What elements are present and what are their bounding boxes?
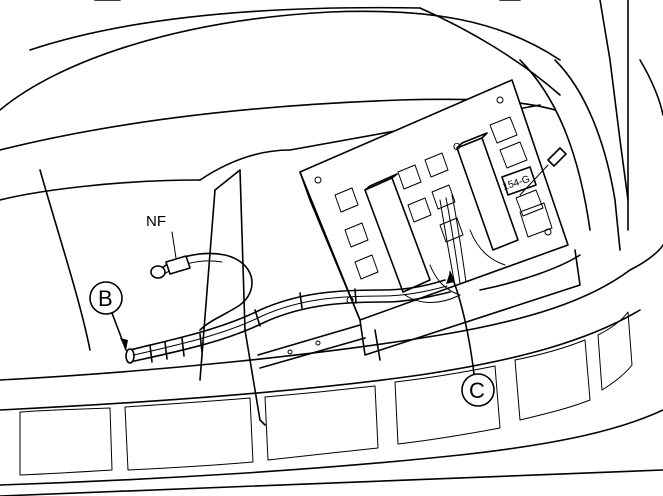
mounting-bracket [257, 249, 581, 369]
relay-panel: 154-G C [299, 79, 569, 321]
bumper [0, 244, 663, 496]
hood-outline [0, 0, 663, 351]
fuse-block-left [364, 177, 431, 293]
callout-c: C [446, 271, 495, 407]
bumper-slots [19, 311, 633, 476]
callout-b: B [89, 281, 128, 351]
nf-connector: NF [146, 213, 253, 331]
c-small-label: C [453, 142, 460, 153]
wiring-harness [125, 279, 451, 364]
callout-b-letter: B [98, 286, 113, 311]
fuse-block-right [456, 137, 519, 251]
panel-wiring [404, 194, 506, 303]
nf-label: NF [146, 213, 166, 230]
relay-sockets [334, 116, 553, 280]
callout-c-letter: C [469, 378, 485, 403]
